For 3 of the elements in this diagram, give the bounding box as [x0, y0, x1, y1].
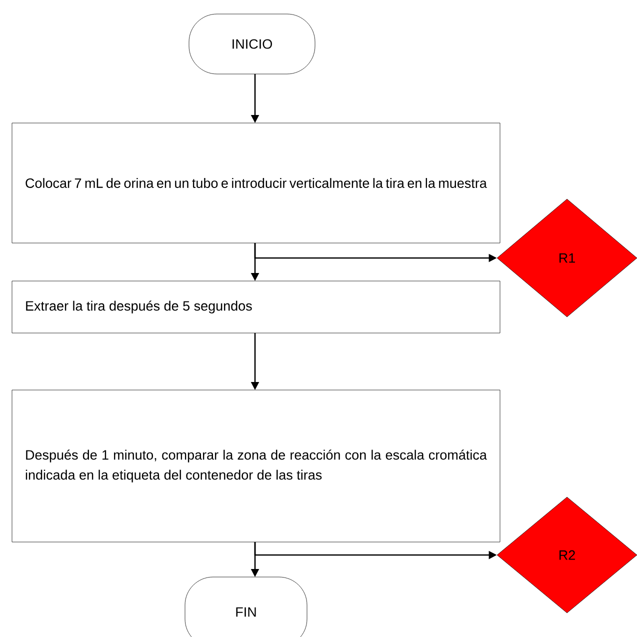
process-box: Después de 1 minuto, comparar la zona de reacción con la escala cromática indicada en la etiqueta del contenedor de las tiras: [12, 390, 500, 542]
process-box: Extraer la tira después de 5 segundos: [12, 280, 500, 334]
process-box: Colocar 7 mL de orina en un tubo e introducir verticalmente la tira en la muestra: [12, 122, 500, 244]
